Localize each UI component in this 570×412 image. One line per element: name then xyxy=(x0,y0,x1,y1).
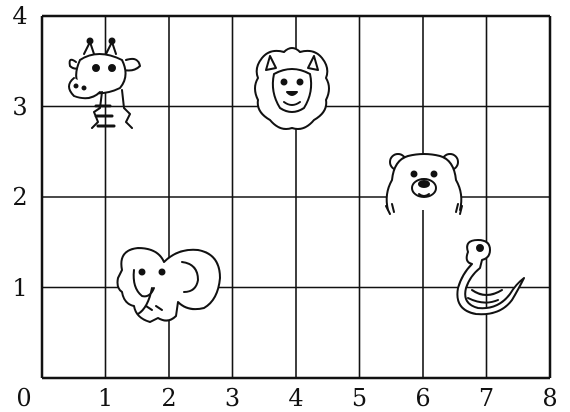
y-tick-label: 3 xyxy=(12,95,27,119)
x-tick-label: 6 xyxy=(415,386,430,410)
x-tick-label: 3 xyxy=(225,386,240,410)
x-tick-label: 2 xyxy=(161,386,176,410)
giraffe-icon xyxy=(69,39,140,129)
x-tick-label: 5 xyxy=(352,386,367,410)
bear-icon xyxy=(386,154,462,214)
x-tick-label: 0 xyxy=(16,386,31,410)
x-tick-label: 4 xyxy=(288,386,303,410)
snake-icon xyxy=(457,240,524,314)
elephant-icon xyxy=(118,248,221,322)
x-tick-label: 8 xyxy=(542,386,557,410)
x-tick-label: 7 xyxy=(479,386,494,410)
y-tick-label: 1 xyxy=(12,276,27,300)
y-tick-label: 4 xyxy=(12,4,27,28)
lion-icon xyxy=(255,48,329,129)
y-tick-label: 2 xyxy=(12,185,27,209)
x-tick-label: 1 xyxy=(98,386,113,410)
